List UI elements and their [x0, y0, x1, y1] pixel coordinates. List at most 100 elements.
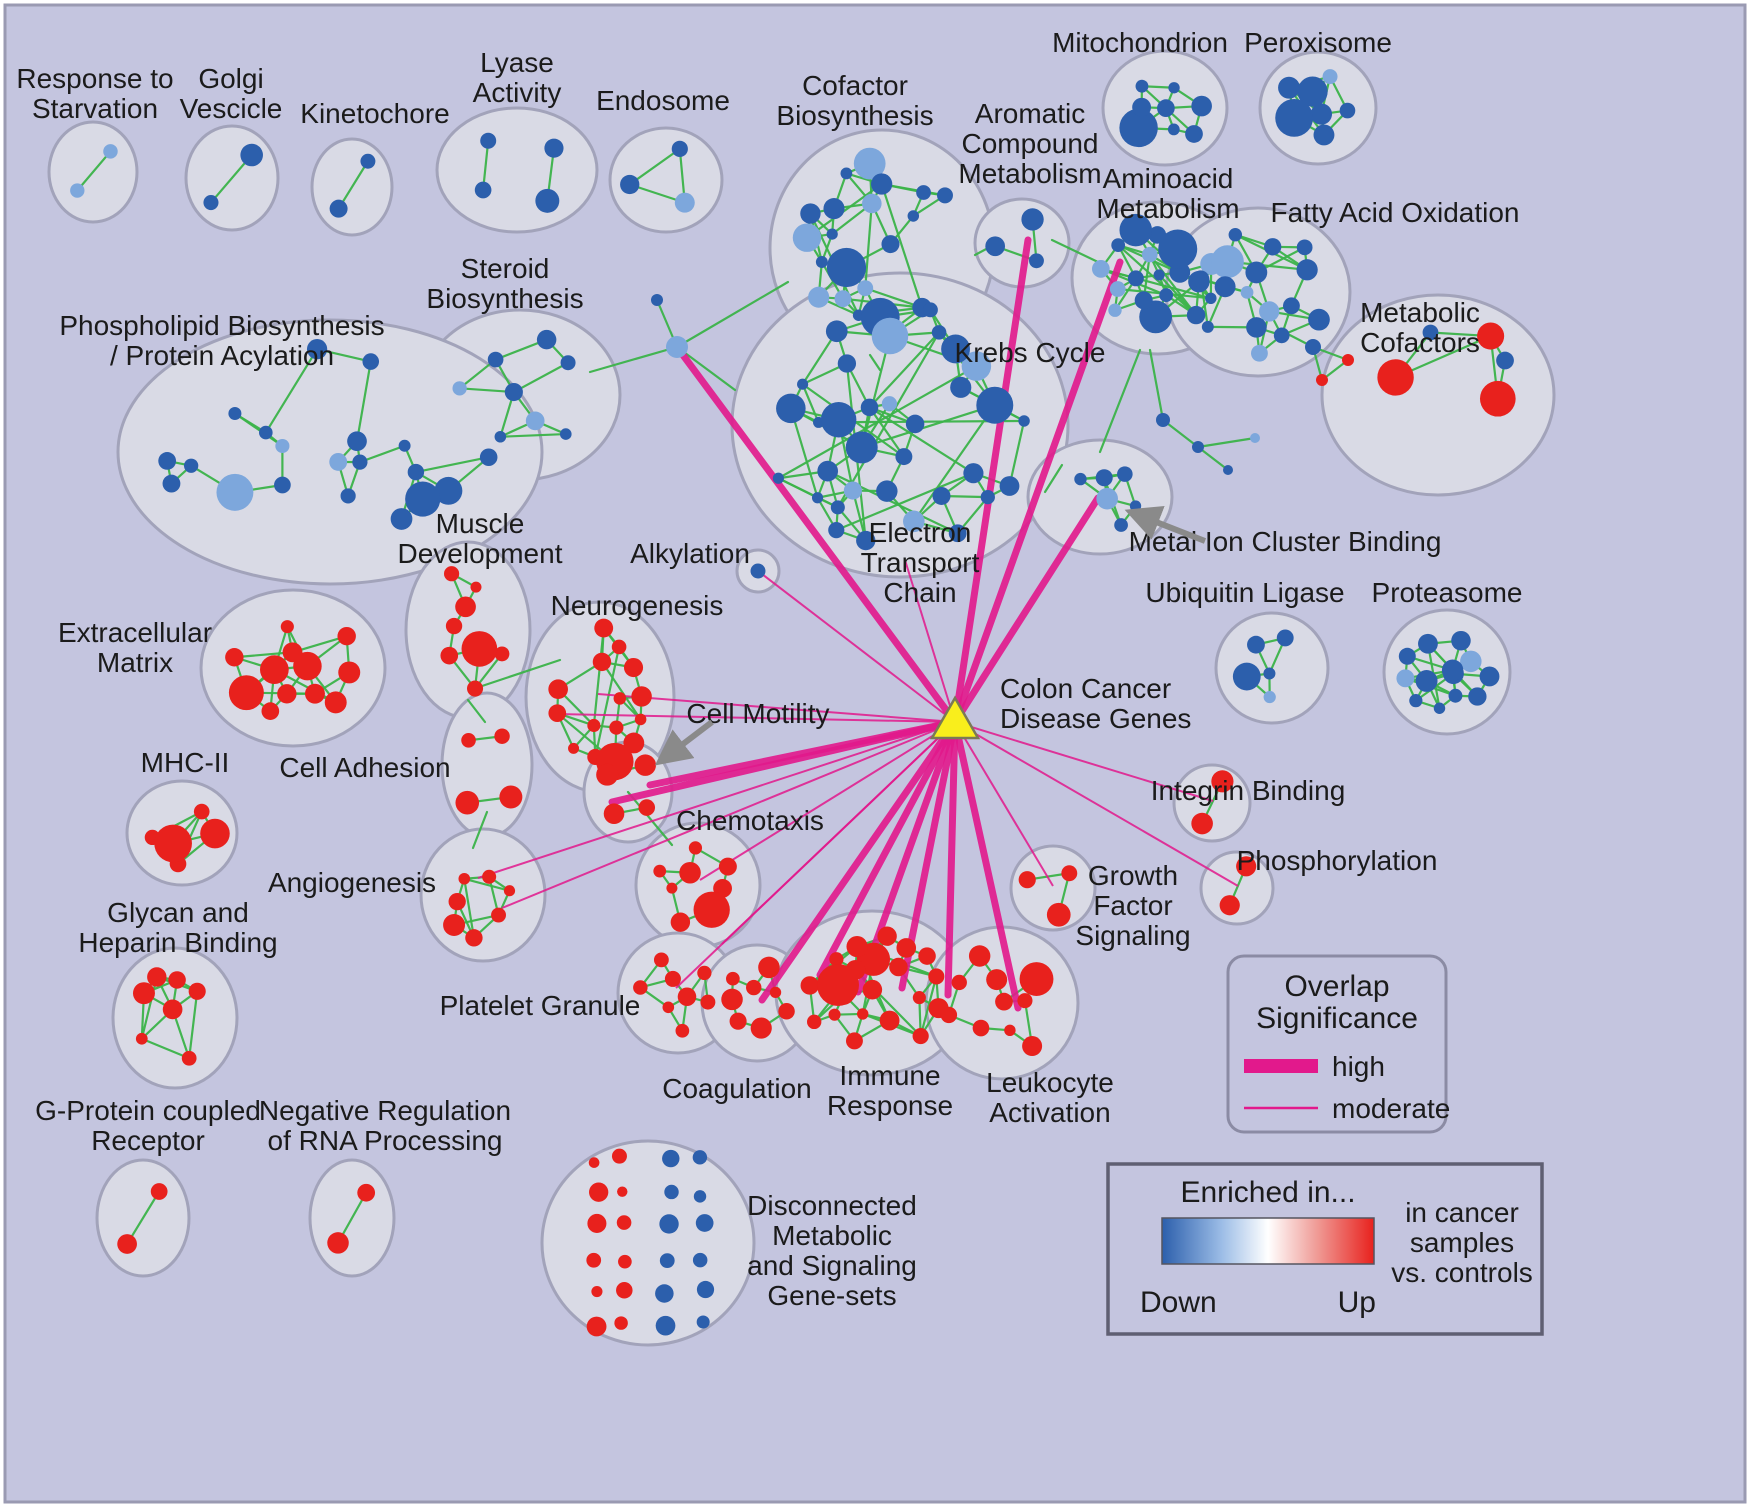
- gene-set-node: [961, 351, 992, 381]
- green-edge: [868, 331, 941, 409]
- gene-set-node: [548, 679, 568, 700]
- label-neurogenesis: Neurogenesis: [551, 590, 724, 621]
- bridge-edge: [471, 810, 489, 850]
- gene-set-node: [357, 1183, 376, 1202]
- gene-set-node: [1029, 253, 1044, 269]
- gene-set-node: [940, 1006, 958, 1024]
- gene-set-node: [881, 396, 898, 412]
- gene-set-node: [1377, 359, 1414, 396]
- bridge-edge: [1043, 463, 1064, 494]
- gene-set-node: [746, 979, 762, 996]
- gene-set-node: [568, 742, 580, 754]
- gene-set-node: [928, 968, 945, 985]
- gene-set-node: [261, 702, 280, 720]
- gene-set-node: [666, 882, 678, 894]
- green-edge: [337, 160, 370, 210]
- gene-set-node: [655, 1315, 676, 1336]
- bridge-edge: [675, 280, 790, 349]
- gene-set-node: [1296, 239, 1313, 256]
- bridge-edge: [588, 345, 679, 374]
- gene-set-node: [695, 1214, 714, 1232]
- green-edge: [594, 645, 621, 759]
- gene-set-node: [482, 869, 497, 884]
- gene-set-node: [922, 302, 938, 318]
- overlap-link-moderate: [597, 693, 956, 723]
- gene-set-node: [980, 489, 995, 505]
- label-coagulation: Coagulation: [662, 1073, 811, 1104]
- green-edge: [835, 472, 975, 532]
- gene-set-node: [1186, 305, 1206, 325]
- gene-set-node: [916, 185, 931, 200]
- overlap-link-moderate: [477, 721, 956, 879]
- gene-set-node: [879, 1010, 900, 1031]
- green-edge: [499, 432, 567, 438]
- gene-set-node: [1192, 441, 1204, 453]
- gene-set-node: [1191, 812, 1213, 835]
- gene-set-node: [659, 1214, 679, 1234]
- green-edge: [1008, 419, 1026, 488]
- gene-set-node: [856, 1008, 869, 1020]
- gene-set-node: [1127, 270, 1144, 287]
- gene-set-node: [494, 728, 510, 744]
- gene-set-node: [465, 929, 483, 947]
- gene-set-node: [968, 945, 991, 967]
- gene-set-node: [1322, 69, 1338, 85]
- gene-set-node: [609, 720, 624, 735]
- label-integrin-binding: Integrin Binding: [1151, 775, 1346, 806]
- gene-set-node: [823, 198, 845, 220]
- gene-set-node: [655, 1284, 674, 1303]
- overlap-link-high: [951, 718, 1022, 1012]
- gene-set-node: [193, 803, 210, 820]
- gene-set-node: [662, 1149, 680, 1168]
- gene-set-node: [1117, 466, 1133, 482]
- gene-set-node: [1236, 856, 1257, 877]
- green-edge: [868, 406, 905, 458]
- gene-set-node: [881, 235, 900, 254]
- gene-set-node: [398, 439, 411, 452]
- gene-set-node: [972, 1019, 990, 1037]
- green-edge: [140, 975, 158, 1040]
- gene-set-node: [1441, 659, 1464, 681]
- gene-set-node: [327, 1232, 349, 1254]
- label-phospholipid-biosynthesis: Phospholipid Biosynthesis/ Protein Acyla…: [59, 310, 384, 371]
- legend-overlap-significance: Overlap Significance high moderate: [1226, 954, 1450, 1134]
- gene-set-node: [692, 1150, 708, 1165]
- gene-set-node: [434, 476, 463, 505]
- gene-set-node: [228, 407, 242, 421]
- gene-set-node: [1095, 469, 1113, 487]
- gene-set-node: [352, 454, 368, 470]
- gene-set-node: [729, 1012, 747, 1030]
- gene-set-node: [548, 704, 567, 723]
- green-edge: [188, 990, 199, 1060]
- label-mhc-ii: MHC-II: [141, 747, 230, 778]
- gene-set-node: [905, 414, 925, 434]
- gene-set-node: [620, 174, 640, 195]
- green-edge: [628, 147, 681, 186]
- gene-set-node: [1342, 354, 1354, 366]
- gene-set-node: [800, 976, 819, 995]
- gene-set-node: [587, 718, 601, 732]
- gene-set-node: [544, 138, 564, 158]
- gene-set-node: [1205, 292, 1217, 305]
- green-edge: [919, 975, 938, 1038]
- label-mitochondrion: Mitochondrion: [1052, 27, 1228, 58]
- gene-set-node: [324, 691, 347, 714]
- gene-set-node: [918, 947, 936, 965]
- gene-set-node: [1451, 630, 1471, 651]
- gene-set-node: [1308, 308, 1330, 331]
- gene-set-node: [792, 223, 822, 252]
- gene-set-node: [407, 463, 425, 481]
- gene-set-node: [200, 818, 230, 849]
- gene-set-node: [1134, 291, 1153, 310]
- bridge-edge: [1161, 418, 1200, 449]
- gene-set-node: [857, 280, 874, 297]
- label-endosome: Endosome: [596, 85, 730, 116]
- gene-set-node: [461, 631, 498, 667]
- gene-set-node: [1201, 320, 1214, 333]
- gene-set-node: [986, 969, 1008, 991]
